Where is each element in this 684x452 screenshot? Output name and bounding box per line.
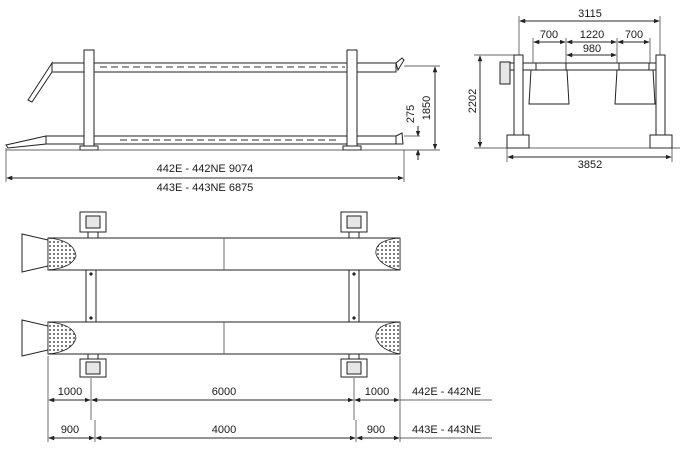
length-443-label: 443E - 443NE 6875 xyxy=(157,182,254,194)
right-tire xyxy=(618,62,650,71)
rear-stop-upper xyxy=(395,57,405,72)
plan-442-right-label: 1000 xyxy=(365,386,389,398)
column-head-rear-top xyxy=(340,211,368,239)
rear-crossmember xyxy=(348,269,360,323)
front-height-label: 2202 xyxy=(467,89,479,113)
plan-view: 1000 6000 1000 442E - 442NE 900 4000 900… xyxy=(21,211,492,442)
rear-crossmember-bolt xyxy=(352,272,356,276)
front-crossmember xyxy=(85,269,97,323)
height-total-label: 1850 xyxy=(421,96,433,120)
front-column xyxy=(83,49,95,149)
plan-443-left-label: 900 xyxy=(61,424,79,436)
side-view: 1850 275 442E - 442NE 9074 443E - 443NE … xyxy=(5,49,440,194)
plan-442-left-label: 1000 xyxy=(58,386,82,398)
front-column-base xyxy=(79,145,99,151)
left-tire xyxy=(535,62,567,71)
left-column-foot xyxy=(506,134,530,149)
right-runway-section xyxy=(614,69,656,105)
upper-front-ramp xyxy=(21,233,49,273)
left-column xyxy=(513,54,524,139)
right-column xyxy=(655,54,666,139)
width-top-label: 3115 xyxy=(578,8,602,20)
lower-rear-plate xyxy=(375,321,401,355)
plan-443-right-label: 900 xyxy=(367,424,385,436)
track-right-label: 700 xyxy=(625,29,643,41)
left-runway-section xyxy=(528,69,570,105)
column-head-front-top xyxy=(79,211,107,239)
height-low-label: 275 xyxy=(405,105,417,123)
front-crossmember-bolt xyxy=(89,316,93,320)
rear-column xyxy=(346,49,358,149)
column-head-front-bottom xyxy=(79,353,107,378)
upper-front-plate xyxy=(47,237,77,271)
plan-443-mid-label: 4000 xyxy=(212,424,236,436)
right-column-foot xyxy=(649,134,673,149)
front-view: 3115 700 1220 700 980 2202 3852 xyxy=(467,8,680,171)
front-crossmember-bolt xyxy=(89,272,93,276)
track-mid-label: 1220 xyxy=(580,29,604,41)
plan-442-mid-label: 6000 xyxy=(212,386,236,398)
column-head-rear-bottom xyxy=(340,353,368,378)
inner-label: 980 xyxy=(583,43,601,55)
length-442-label: 442E - 442NE 9074 xyxy=(157,163,254,175)
rear-crossmember-bolt xyxy=(352,316,356,320)
upper-rear-plate xyxy=(375,237,401,271)
front-ramp-lower xyxy=(5,135,47,149)
plan-443-model-label: 443E - 443NE xyxy=(412,424,481,436)
rear-stop-lower xyxy=(395,132,404,145)
lower-front-plate xyxy=(47,321,77,355)
front-ramp-upper xyxy=(27,61,53,103)
plan-442-model-label: 442E - 442NE xyxy=(412,386,481,398)
track-left-label: 700 xyxy=(540,29,558,41)
lower-front-ramp xyxy=(21,319,49,357)
rear-column-base xyxy=(342,145,362,151)
control-box xyxy=(499,61,511,85)
width-bottom-label: 3852 xyxy=(578,159,602,171)
